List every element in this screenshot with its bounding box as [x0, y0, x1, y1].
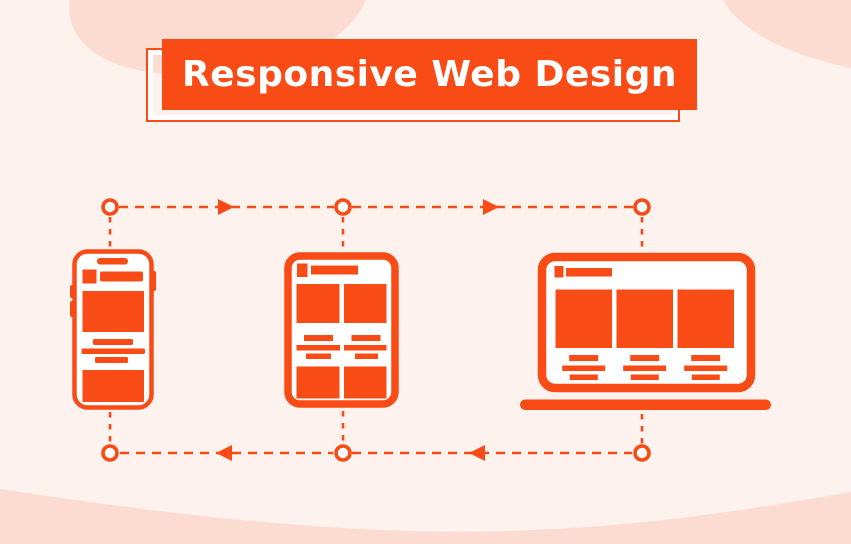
- title-banner: Responsive Web Design: [162, 39, 697, 110]
- wireframe-image-block: [555, 289, 612, 348]
- wireframe-text-line: [569, 374, 598, 380]
- wireframe-image-block: [344, 366, 387, 399]
- connector-node: [101, 198, 119, 216]
- wireframe-text-line: [562, 365, 606, 371]
- wireframe-text-line: [81, 348, 145, 354]
- wireframe-image-block: [82, 370, 144, 402]
- bottom-wave: [0, 489, 851, 544]
- connector-node: [633, 444, 651, 462]
- wireframe-text-line: [691, 355, 721, 361]
- laptop-icon: [520, 252, 771, 410]
- wireframe-text-line: [304, 335, 333, 341]
- page-title: Responsive Web Design: [182, 54, 677, 95]
- wireframe-text-line: [630, 355, 660, 361]
- connector-node: [334, 198, 352, 216]
- wireframe-text-line: [684, 365, 728, 371]
- wireframe-text-line: [306, 353, 331, 359]
- wireframe-text-line: [630, 374, 659, 380]
- wireframe-text-line: [95, 357, 128, 363]
- wireframe-logo-block: [554, 266, 564, 278]
- wireframe-text-line: [691, 374, 720, 380]
- wireframe-text-line: [344, 345, 387, 351]
- wireframe-navbar-block: [566, 268, 612, 277]
- wireframe-text-line: [351, 335, 381, 341]
- connector-node: [334, 444, 352, 462]
- wireframe-image-block: [616, 289, 673, 348]
- laptop-base: [520, 399, 771, 410]
- wireframe-logo-block: [82, 269, 97, 284]
- arrow-left-icon: [469, 445, 485, 461]
- wireframe-navbar-block: [311, 265, 358, 275]
- arrow-right-icon: [483, 199, 499, 215]
- wireframe-text-line: [296, 345, 340, 351]
- wireframe-logo-block: [297, 263, 308, 277]
- wireframe-image-block: [296, 284, 340, 323]
- wireframe-text-line: [355, 353, 378, 359]
- arrow-right-icon: [218, 199, 234, 215]
- wireframe-text-line: [623, 365, 667, 371]
- arrow-left-icon: [216, 445, 232, 461]
- wireframe-navbar-block: [100, 271, 143, 282]
- flow-connectors: [101, 198, 651, 462]
- tablet-icon: [284, 252, 399, 408]
- wireframe-image-block: [296, 366, 340, 399]
- connector-node: [101, 444, 119, 462]
- connector-node: [633, 198, 651, 216]
- phone-speaker-notch: [97, 258, 128, 265]
- top-right-blob: [723, 0, 851, 68]
- wireframe-text-line: [569, 355, 599, 361]
- wireframe-text-line: [93, 339, 133, 345]
- wireframe-image-block: [344, 284, 387, 323]
- phone-icon: [70, 249, 156, 410]
- wireframe-hero-block: [82, 291, 144, 332]
- wireframe-image-block: [677, 289, 734, 348]
